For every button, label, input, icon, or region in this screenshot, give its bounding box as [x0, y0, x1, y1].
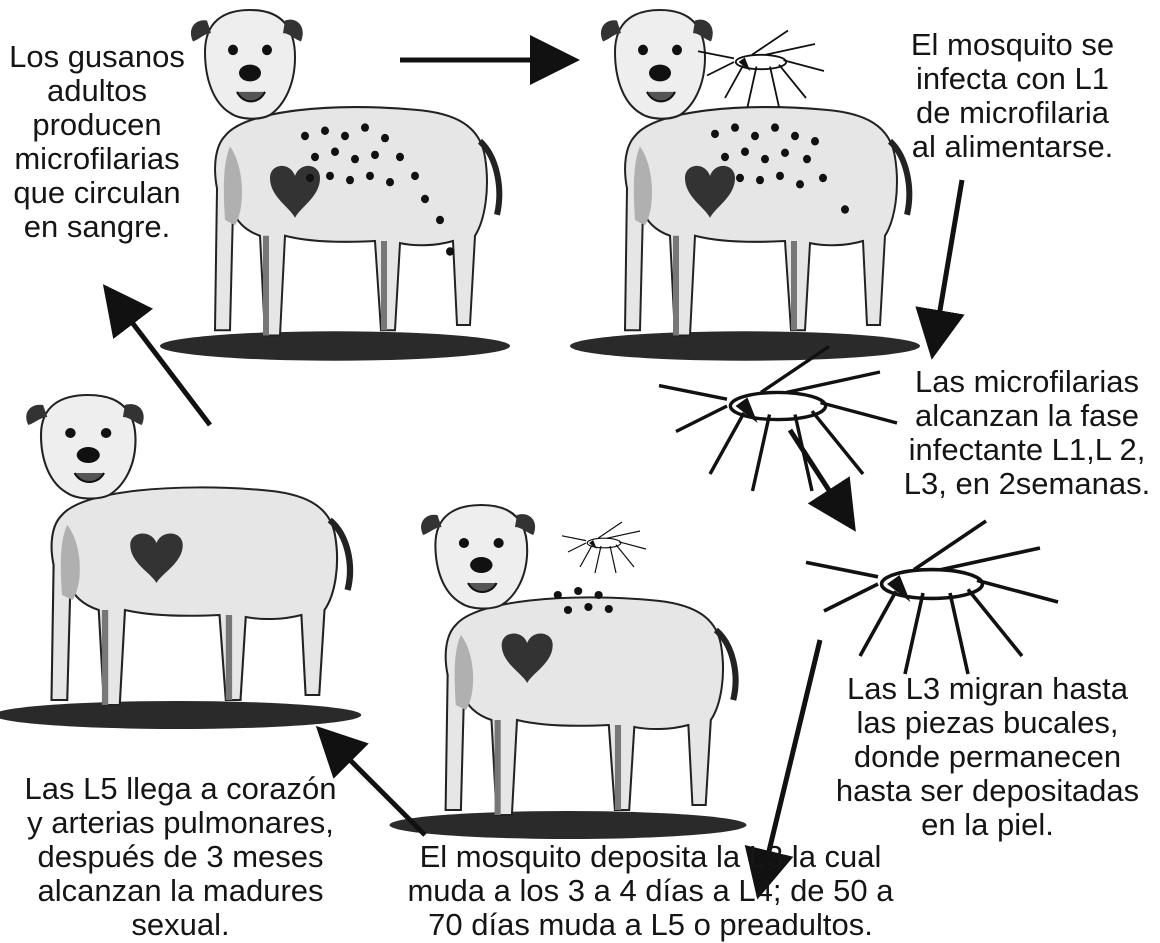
caption-l3-migrate: Las L3 migran hasta las piezas bucales, … [815, 672, 1160, 842]
caption-mosquito-infected: El mosquito se infecta con L1 de microfi… [895, 28, 1130, 164]
caption-line: alcanzan la fase [892, 399, 1160, 433]
caption-line: hasta ser depositadas [815, 774, 1160, 808]
caption-line: al alimentarse. [895, 130, 1130, 164]
caption-line: El mosquito deposita la L3 la cual [378, 840, 923, 874]
caption-line: Los gusanos [2, 40, 192, 74]
caption-line: L3, en 2semanas. [892, 467, 1160, 501]
dog-icon [160, 10, 510, 361]
caption-line: y arterias pulmonares, [8, 806, 353, 840]
mosquito-icon [806, 521, 1058, 674]
caption-line: muda a los 3 a 4 días a L4; de 50 a [378, 874, 923, 908]
mosquito-icon [659, 347, 897, 492]
caption-line: de microfilaria [895, 96, 1130, 130]
caption-line: infecta con L1 [895, 62, 1130, 96]
caption-adult-worms: Los gusanos adultos producen microfilari… [2, 40, 192, 244]
caption-line: que circulan [2, 176, 192, 210]
caption-line: producen [2, 108, 192, 142]
caption-line: sexual. [8, 908, 353, 942]
caption-line: Las L5 llega a corazón [8, 772, 353, 806]
caption-line: adultos [2, 74, 192, 108]
caption-microfilariae-stage: Las microfilarias alcanzan la fase infec… [892, 365, 1160, 501]
caption-line: El mosquito se [895, 28, 1130, 62]
caption-line: en la piel. [815, 808, 1160, 842]
caption-line: Las L3 migran hasta [815, 672, 1160, 706]
caption-line: 70 días muda a L5 o preadultos. [378, 908, 923, 942]
caption-l5-heart: Las L5 llega a corazón y arterias pulmon… [8, 772, 353, 942]
arrow-icon [935, 180, 962, 340]
caption-line: las piezas bucales, [815, 706, 1160, 740]
caption-line: en sangre. [2, 210, 192, 244]
caption-line: donde permanecen [815, 740, 1160, 774]
mosquito-icon [698, 31, 824, 108]
dog-icon [390, 505, 747, 839]
caption-line: microfilarias [2, 142, 192, 176]
caption-line: infectante L1,L 2, [892, 433, 1160, 467]
mosquito-icon [562, 522, 646, 573]
caption-line: después de 3 meses [8, 840, 353, 874]
caption-line: alcanzan la madures [8, 874, 353, 908]
caption-line: Las microfilarias [892, 365, 1160, 399]
dog-icon [0, 395, 361, 729]
caption-mosquito-deposits: El mosquito deposita la L3 la cual muda … [378, 840, 923, 942]
